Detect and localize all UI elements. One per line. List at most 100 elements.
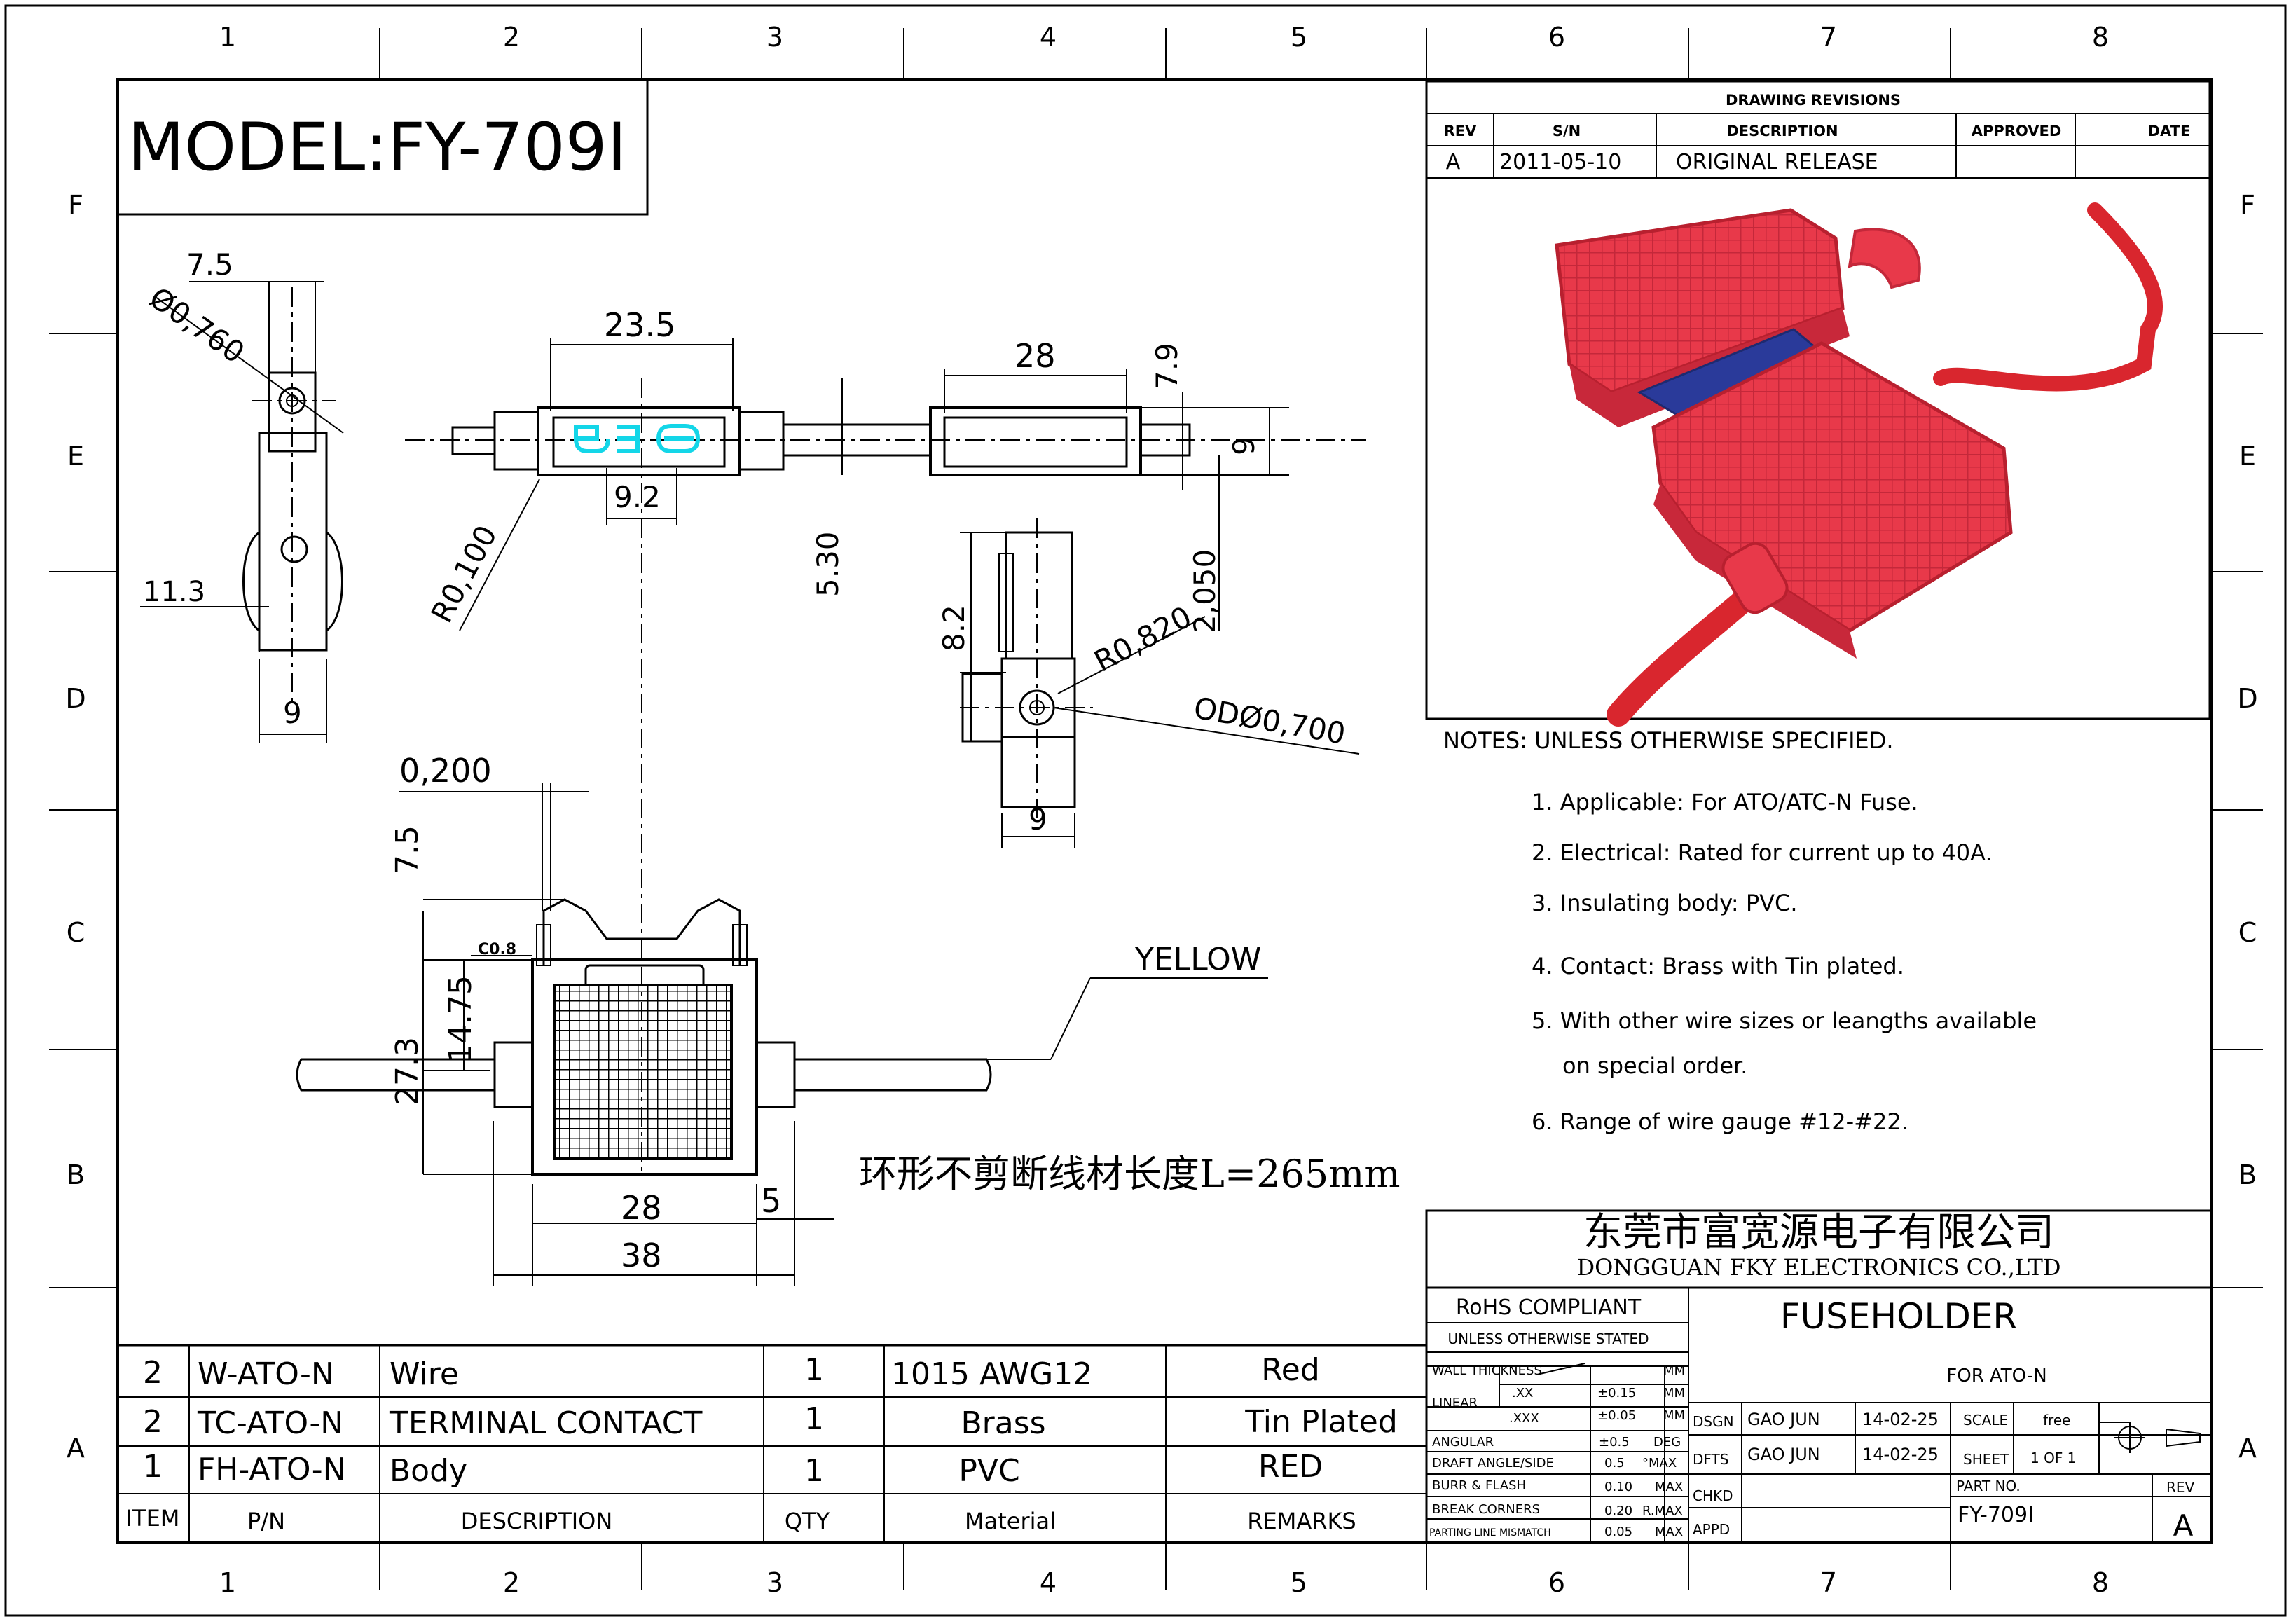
zone-col-2-bottom: 2 <box>503 1567 520 1598</box>
dim-0-200: 0,200 <box>399 752 492 790</box>
bom-row2-item: 2 <box>143 1404 163 1440</box>
zone-row-a-left: A <box>67 1433 85 1464</box>
zone-row-c-left: C <box>67 917 85 948</box>
dim-r0100: R0,100 <box>425 520 504 628</box>
zone-col-5-bottom: 5 <box>1291 1567 1307 1598</box>
notes-heading: NOTES: UNLESS OTHERWISE SPECIFIED. <box>1443 727 1894 754</box>
dim-5-30: 5.30 <box>811 531 845 597</box>
mm-xx: MM <box>1663 1386 1685 1401</box>
rev-label: REV <box>2166 1479 2195 1496</box>
bom-row3-item: 1 <box>143 1449 163 1485</box>
zone-col-6-bottom: 6 <box>1548 1567 1565 1598</box>
angular: ANGULAR <box>1432 1435 1494 1450</box>
bom-row3-material: PVC <box>958 1453 1019 1489</box>
dim-23-5: 23.5 <box>604 306 675 344</box>
wire-length-note: 环形不剪断线材长度L=265mm <box>859 1152 1401 1196</box>
end-view: 8.2 R0,820 ODØ0,700 9 <box>937 518 1360 848</box>
break-unit: R.MAX <box>1642 1503 1683 1518</box>
bom-header-material: Material <box>965 1508 1056 1534</box>
bom-header-qty: QTY <box>785 1508 830 1534</box>
rev-col-sn: S/N <box>1553 123 1581 139</box>
zone-row-e-left: E <box>67 441 84 472</box>
zone-row-c-right: C <box>2238 917 2257 948</box>
bom-header-pn: P/N <box>247 1508 285 1534</box>
break-corners: BREAK CORNERS <box>1432 1502 1540 1517</box>
note-6: 6. Range of wire gauge #12-#22. <box>1532 1108 1908 1135</box>
dim-7-5-top: 7.5 <box>186 247 233 282</box>
bom-row2-remarks: Tin Plated <box>1244 1404 1398 1440</box>
wire-boot <box>1721 542 1789 614</box>
parting-line: PARTING LINE MISMATCH <box>1429 1527 1551 1539</box>
draft-unit: °MAX <box>1642 1456 1677 1471</box>
draft-val: 0.5 <box>1604 1456 1625 1471</box>
zone-row-f-right: F <box>2240 190 2255 221</box>
note-3: 3. Insulating body: PVC. <box>1532 890 1798 916</box>
dim-c0-8: C0.8 <box>478 941 516 958</box>
model-title-box: MODEL:FY-709I <box>116 78 649 216</box>
zone-row-f-left: F <box>68 190 83 221</box>
cap-loop <box>1848 228 1921 289</box>
deg: DEG <box>1653 1435 1681 1450</box>
scale-label: SCALE <box>1963 1412 2008 1429</box>
dfts-date: 14-02-25 <box>1862 1445 1939 1464</box>
zone-col-7-bottom: 7 <box>1820 1567 1837 1598</box>
product-name: FUSEHOLDER <box>1780 1296 2017 1337</box>
dim-8-2: 8.2 <box>937 605 971 652</box>
burr: BURR & FLASH <box>1432 1478 1526 1493</box>
bom-header-description: DESCRIPTION <box>461 1508 613 1534</box>
revision-header: DRAWING REVISIONS <box>1726 92 1901 109</box>
zone-row-b-right: B <box>2238 1159 2257 1190</box>
rev-col-rev: REV <box>1444 123 1478 139</box>
zone-col-1-top: 1 <box>219 22 236 53</box>
company-name-cn: 东莞市富宽源电子有限公司 <box>1583 1210 2054 1255</box>
rev-row-sn: 2011-05-10 <box>1499 150 1621 174</box>
dim-38: 38 <box>621 1237 662 1274</box>
rev-row-rev: A <box>1446 150 1461 174</box>
dfts-name: GAO JUN <box>1747 1445 1820 1464</box>
note-1: 1. Applicable: For ATO/ATC-N Fuse. <box>1532 789 1918 816</box>
model-title: MODEL:FY-709I <box>128 109 626 186</box>
dim-7-5-front: 7.5 <box>390 825 425 874</box>
dim-14-75: 14.75 <box>443 975 479 1064</box>
grip-pattern <box>553 984 733 1160</box>
part-no: FY-709I <box>1958 1503 2034 1527</box>
bom-row1-remarks: Red <box>1261 1352 1320 1388</box>
burr-val: 0.10 <box>1604 1480 1632 1494</box>
revision-value: A <box>2173 1508 2194 1543</box>
bom-row3-remarks: RED <box>1258 1449 1323 1485</box>
part-no-label: PART NO. <box>1956 1478 2021 1494</box>
note-4: 4. Contact: Brass with Tin plated. <box>1532 953 1904 979</box>
zone-col-8-top: 8 <box>2092 22 2109 53</box>
wall-thickness: WALL THICKNESS <box>1432 1363 1542 1378</box>
dim-11-3: 11.3 <box>143 576 205 608</box>
tol-angular: ±0.5 <box>1599 1435 1630 1450</box>
side-view-left: 7.5 Ø0,760 11.3 9 <box>140 247 344 743</box>
zone-col-1-bottom: 1 <box>219 1567 236 1598</box>
bom-row1-qty: 1 <box>804 1352 824 1388</box>
company-name-en: DONGGUAN FKY ELECTRONICS CO.,LTD <box>1577 1254 2061 1281</box>
break-val: 0.20 <box>1604 1503 1632 1518</box>
rev-col-approved: APPROVED <box>1972 123 2062 139</box>
bom-row1-desc: Wire <box>390 1356 459 1392</box>
bom-row1-pn: W-ATO-N <box>198 1356 334 1392</box>
company-block: 东莞市富宽源电子有限公司 DONGGUAN FKY ELECTRONICS CO… <box>1425 1209 2213 1289</box>
dim-7-9: 7.9 <box>1150 343 1184 390</box>
sheet-border <box>4 4 2287 1617</box>
bom-row3-desc: Body <box>390 1453 467 1489</box>
zone-col-3-bottom: 3 <box>766 1567 783 1598</box>
draft: DRAFT ANGLE/SIDE <box>1432 1456 1554 1471</box>
sheet-label: SHEET <box>1963 1451 2009 1468</box>
zone-row-e-right: E <box>2239 441 2256 472</box>
zone-row-b-left: B <box>67 1159 85 1190</box>
top-view-holder: 23.5 9.2 R0,100 5.30 28 7.9 9 2,050 <box>405 306 1366 960</box>
bom-header-remarks: REMARKS <box>1247 1508 1356 1534</box>
sheet-value: 1 OF 1 <box>2030 1450 2076 1466</box>
parting-val: 0.05 <box>1604 1525 1632 1539</box>
bom-row2-qty: 1 <box>804 1401 824 1437</box>
zone-markers: 1 2 3 4 5 6 7 8 1 2 3 4 5 6 7 8 F E D C … <box>49 22 2263 1598</box>
rev-row-description: ORIGINAL RELEASE <box>1676 150 1878 174</box>
zone-row-a-right: A <box>2238 1433 2257 1464</box>
zone-col-5-top: 5 <box>1291 22 1307 53</box>
zone-row-d-right: D <box>2237 683 2257 714</box>
